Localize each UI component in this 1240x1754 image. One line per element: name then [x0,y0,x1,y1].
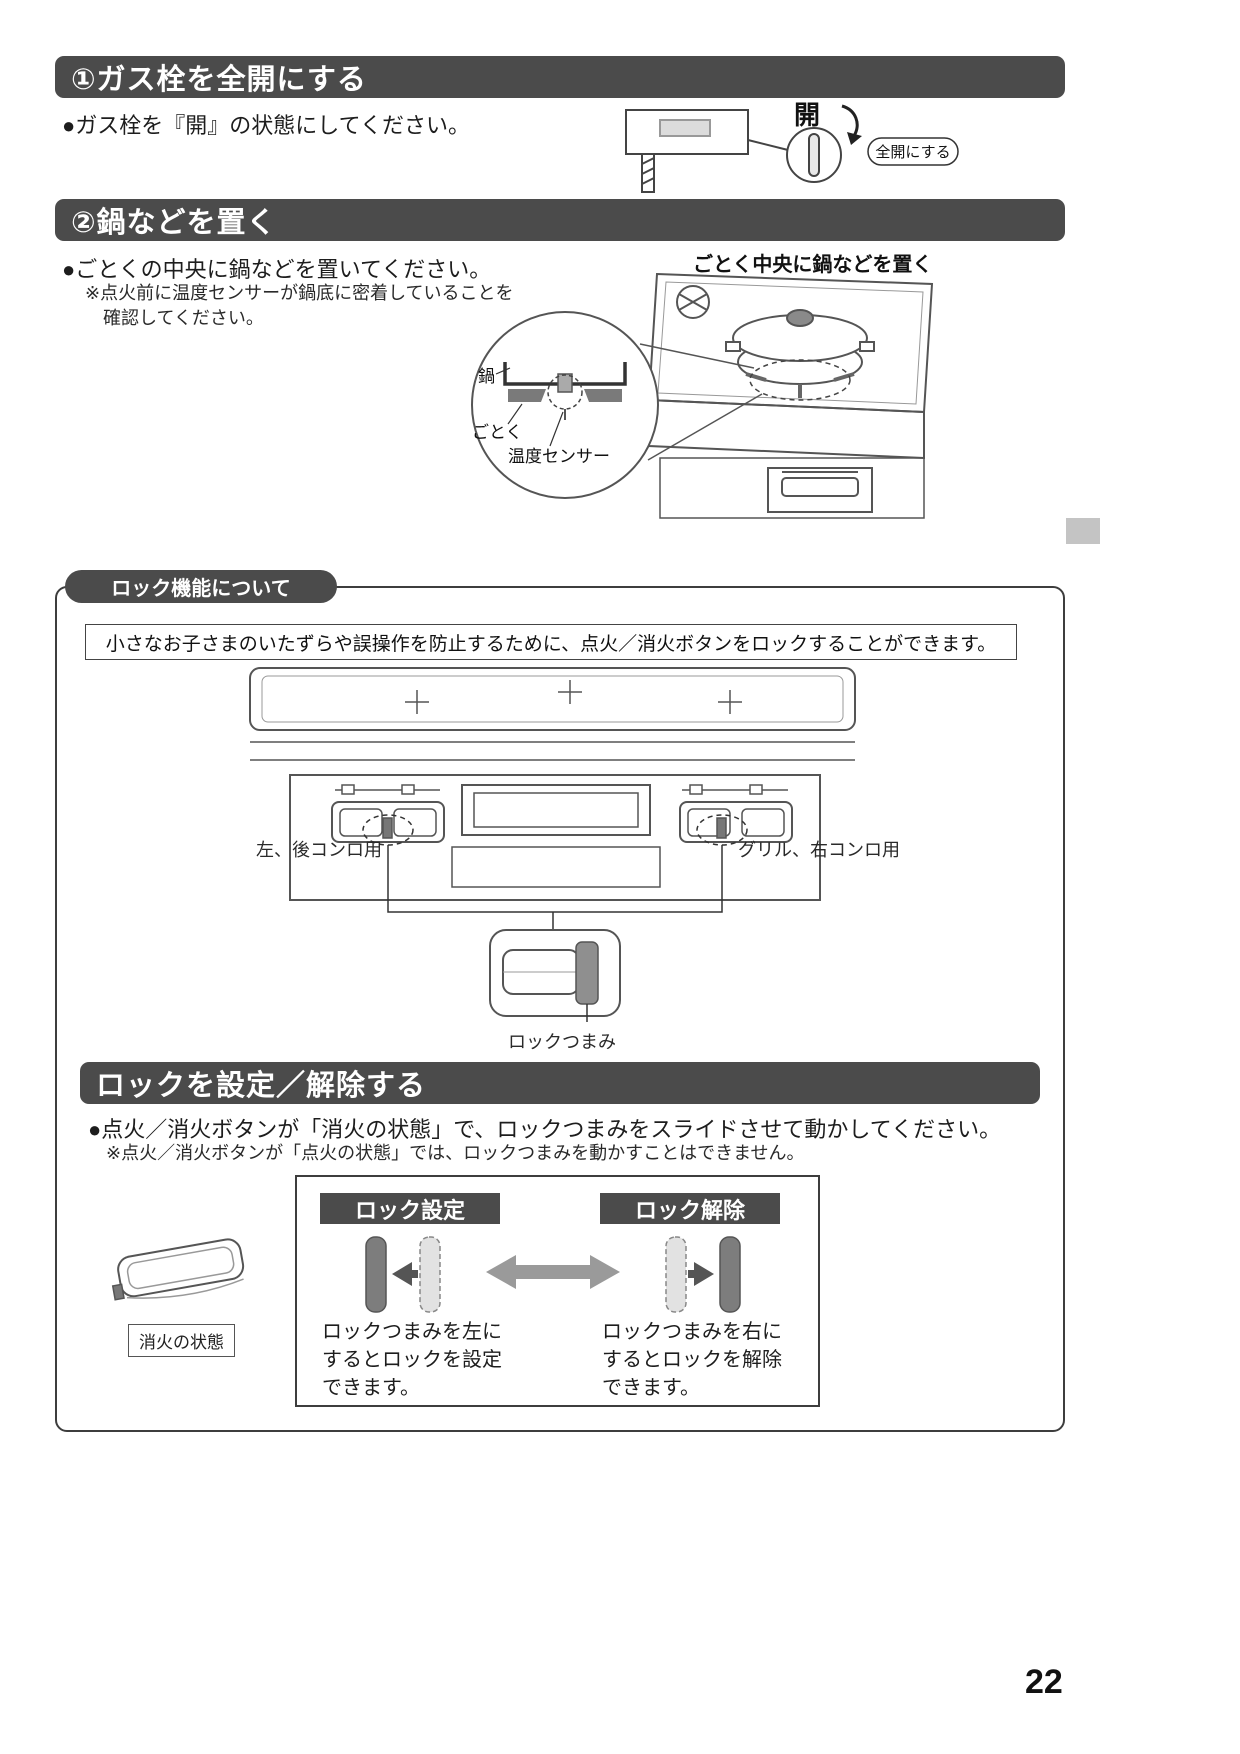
fully-open-callout-text: 全開にする [875,143,950,161]
front-edge-strip [250,741,855,761]
section2-instruction: ●ごとくの中央に鍋などを置いてください。 [62,257,492,282]
burner-highlight-dashed [749,359,851,401]
edge-index-tab [1066,518,1100,544]
front-panel [289,774,821,901]
lock-release-description: ロックつまみを右に するとロックを解除 できます。 [602,1321,782,1399]
valve-open-label: 開 [794,100,820,130]
pot [725,309,875,385]
section2-header: ②鍋などを置く [55,199,1065,241]
lock-feature-tab-label: ロック機能について [111,578,291,600]
magnifier-connectors [639,343,763,461]
lock-intro-box: 小さなお子さまのいたずらや誤操作を防止するために、点火／消火ボタンをロックするこ… [85,624,1017,660]
lock-release-header: ロック解除 [600,1193,780,1224]
rotate-arrow-icon [841,104,862,145]
right-burner-label: グリル、右コンロ用 [738,840,900,860]
setrelease-header: ロックを設定／解除する [80,1062,1040,1104]
slider-unlocked-position [719,1236,741,1313]
extinguished-state-label: 消火の状態 [128,1324,235,1357]
lock-knob-label: ロックつまみ [508,1032,616,1052]
double-arrow-icon [486,1255,620,1289]
rear-burner [676,285,710,319]
gotoku-label: ごとく [472,423,523,442]
valve-knob [786,127,842,183]
extinguished-button-illustration [111,1238,245,1301]
bubble-pointer-lines [495,367,564,447]
pot-label: 鍋 [478,367,495,386]
state-lock-knob [111,1283,125,1301]
lock-set-slider-illustration [365,1236,441,1313]
setrelease-note: ※点火／消火ボタンが「点火の状態」では、ロックつまみを動かすことはできません。 [106,1143,805,1163]
cooktop-surface [249,667,856,731]
gas-pipe [641,153,655,193]
lock-set-header: ロック設定 [320,1193,500,1224]
lock-set-description: ロックつまみを左に するとロックを設定 できます。 [322,1321,502,1399]
left-burner-label: 左、後コンロ用 [256,840,382,860]
section2-title: ②鍋などを置く [71,207,277,239]
lock-set-title: ロック設定 [354,1197,465,1223]
lock-release-title: ロック解除 [634,1197,745,1223]
gas-meter-box [625,109,749,155]
lock-release-slider-illustration [665,1236,741,1313]
pot-cross-section [503,362,627,420]
lock-knob-detail [489,929,621,1022]
slide-right-arrow-icon [688,1262,714,1286]
control-panel-illustration [249,667,856,1022]
burner-grate [745,372,855,398]
fully-open-callout: 全開にする [867,137,959,166]
valve-connector-line [747,139,789,151]
setrelease-instruction: ●点火／消火ボタンが「消火の状態」で、ロックつまみをスライドさせて動かしてくださ… [88,1117,1002,1142]
lock-intro-text: 小さなお子さまのいたずらや誤操作を防止するために、点火／消火ボタンをロックするこ… [105,633,997,655]
sensor-label: 温度センサー [508,447,610,466]
stove-caption: ごとく中央に鍋などを置く [693,254,933,276]
converge-lines [387,845,723,930]
gas-valve-illustration: 開 全開にする [625,100,959,193]
stove-pot-illustration: 鍋 ごとく 温度センサー [471,272,934,519]
section2-note: ※点火前に温度センサーが鍋底に密着していることを 確認してください。 [85,283,514,328]
slide-left-arrow-icon [392,1262,418,1286]
section1-header: ①ガス栓を全開にする [55,56,1065,98]
lock-knob-slider [575,941,599,1005]
center-display [451,784,661,888]
page-number: 22 [1025,1663,1063,1701]
section1-instruction: ●ガス栓を『開』の状態にしてください。 [62,113,470,138]
lock-feature-tab: ロック機能について [65,570,337,603]
magnifier-bubble [471,311,659,499]
section1-title: ①ガス栓を全開にする [71,64,367,96]
stove-cabinet [659,457,925,519]
setrelease-title: ロックを設定／解除する [96,1070,427,1102]
slider-locked-position [365,1236,387,1313]
slider-original-position [665,1236,687,1313]
slider-original-position [419,1236,441,1313]
